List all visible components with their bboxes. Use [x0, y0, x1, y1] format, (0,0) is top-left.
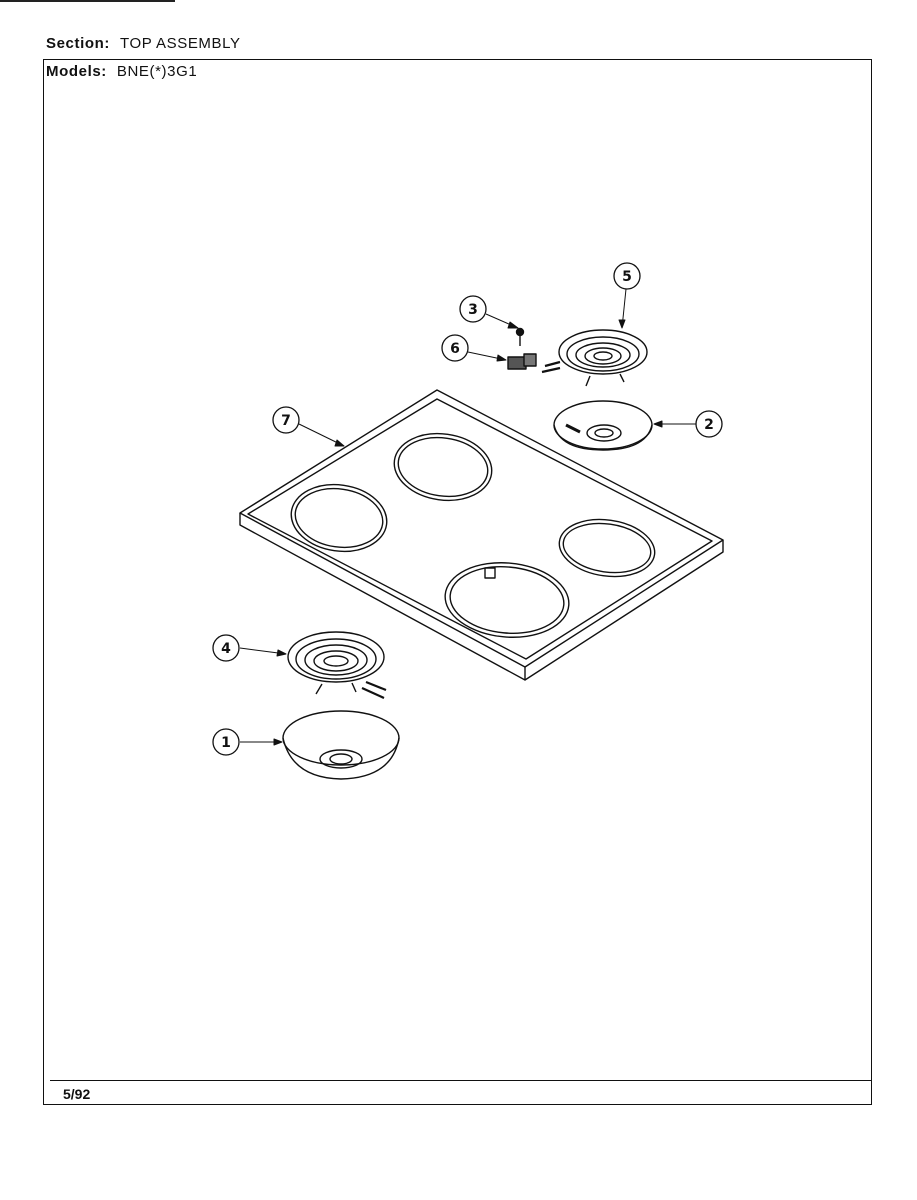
- callout-2-number: 2: [704, 417, 714, 433]
- callout-6-number: 6: [450, 341, 460, 357]
- callout-6: 6: [441, 334, 469, 362]
- models-header: Models: BNE(*)3G1: [46, 63, 197, 80]
- surface-element-small: [541, 329, 648, 387]
- callout-5-number: 5: [622, 269, 632, 285]
- footer-date: 5/92: [63, 1086, 91, 1102]
- drip-bowl-large: [282, 710, 400, 780]
- top-edge-rule: [0, 0, 175, 2]
- section-label: Section:: [46, 35, 110, 52]
- callout-3: 3: [459, 295, 487, 323]
- models-label: Models:: [46, 63, 107, 80]
- models-value: BNE(*)3G1: [116, 63, 198, 80]
- drip-bowl-small: [553, 400, 653, 451]
- callout-2: 2: [695, 410, 723, 438]
- callout-5: 5: [613, 262, 641, 290]
- diagram-frame: [43, 59, 872, 1105]
- callout-7-number: 7: [281, 413, 291, 429]
- callout-1-number: 1: [221, 735, 231, 751]
- surface-element-large: [287, 631, 387, 700]
- callout-3-number: 3: [468, 302, 478, 318]
- section-header: Section: TOP ASSEMBLY: [46, 35, 241, 52]
- callout-7: 7: [272, 406, 300, 434]
- screw: [515, 327, 525, 346]
- receptacle: [507, 353, 537, 370]
- callout-4: 4: [212, 634, 240, 662]
- callout-1: 1: [212, 728, 240, 756]
- section-value: TOP ASSEMBLY: [119, 35, 241, 52]
- cooktop: [239, 389, 724, 681]
- callout-4-number: 4: [221, 641, 231, 657]
- footer-rule: [50, 1080, 872, 1081]
- leader-lines: [239, 288, 696, 746]
